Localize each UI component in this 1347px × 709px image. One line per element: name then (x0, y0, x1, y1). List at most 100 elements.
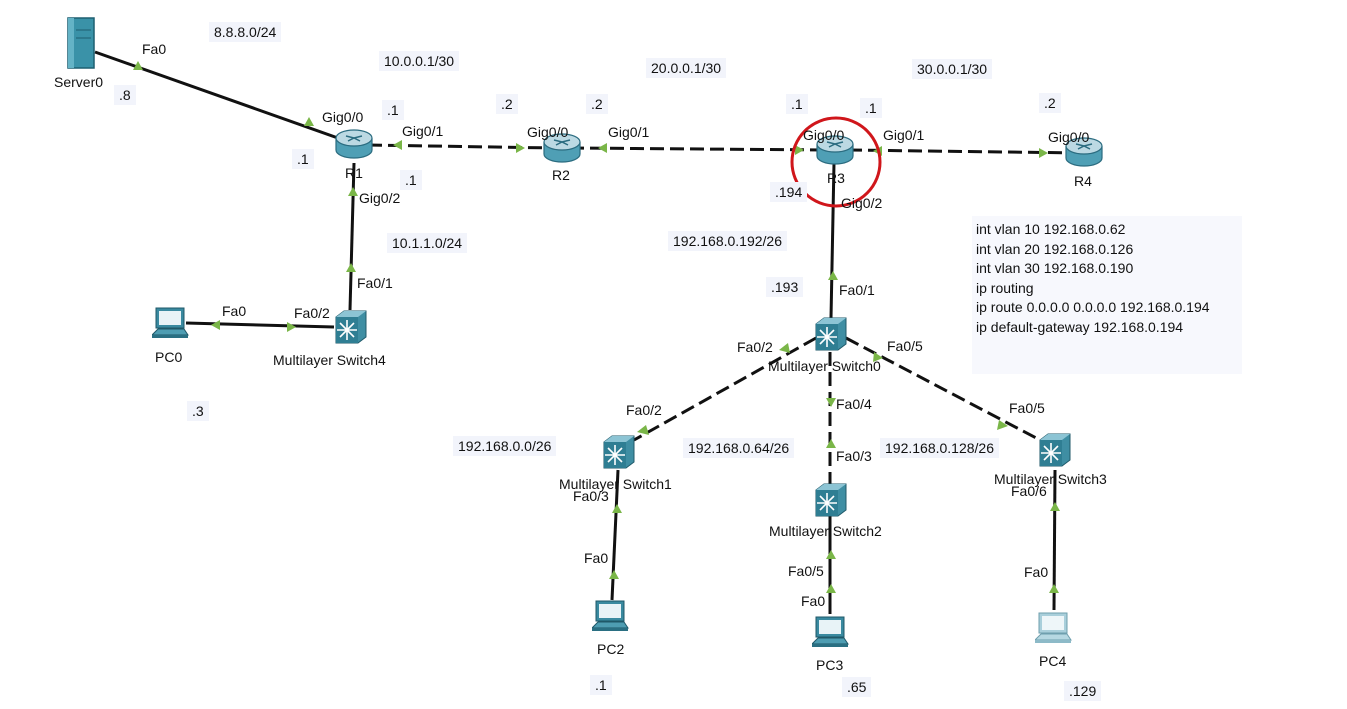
network-label: 8.8.8.0/24 (209, 22, 282, 42)
link-msw0-msw1 (633, 336, 817, 442)
port-label: Fa0 (222, 303, 247, 319)
link-up-arrow (826, 398, 836, 407)
link-msw0-msw3 (845, 336, 1041, 442)
link-up-arrow (346, 263, 356, 272)
port-label: Fa0/1 (839, 282, 875, 298)
link-up-arrow (304, 117, 314, 126)
link-r3-r4 (847, 148, 1084, 155)
pc2[interactable] (590, 600, 630, 632)
port-label: Gig0/1 (883, 127, 925, 143)
r3-highlight-circle (790, 116, 882, 208)
multilayer-switch4-name: Multilayer Switch4 (273, 352, 386, 368)
config-line: int vlan 10 192.168.0.62 (976, 221, 1126, 237)
pc3-name: PC3 (816, 657, 844, 673)
network-label: 192.168.0.192/26 (668, 231, 787, 251)
host-label: .8 (114, 85, 136, 105)
pc4-name: PC4 (1039, 653, 1067, 669)
link-up-arrow (997, 420, 1008, 430)
multilayer-switch3[interactable] (1038, 432, 1072, 468)
multilayer-switch3-name: Multilayer Switch3 (994, 471, 1107, 487)
port-label: Gig0/0 (803, 127, 845, 143)
link-up-arrow (348, 187, 358, 196)
router-r2[interactable] (542, 132, 582, 166)
config-line: ip routing (976, 279, 1034, 296)
host-label: .1 (382, 100, 404, 120)
network-label: 10.0.0.1/30 (379, 51, 460, 71)
router-r3[interactable] (815, 134, 855, 168)
link-up-arrow (598, 143, 607, 153)
config-line: int vlan 30 192.168.0.190 (976, 260, 1134, 276)
network-label: 192.168.0.128/26 (880, 438, 999, 458)
router-icon (335, 129, 373, 159)
multilayer-switch-icon (815, 317, 847, 351)
router-r4-name: R4 (1074, 173, 1092, 189)
network-label: 192.168.0.64/26 (683, 438, 795, 458)
network-label: 10.1.1.0/24 (387, 233, 468, 253)
network-label: 20.0.0.1/30 (646, 58, 727, 78)
port-label: Fa0/5 (1009, 400, 1045, 416)
link-up-arrow (393, 140, 402, 150)
link-up-arrow (873, 352, 883, 362)
router-r3-name: R3 (827, 170, 845, 186)
multilayer-switch1-name: Multilayer Switch1 (559, 476, 672, 492)
port-label: Fa0/2 (626, 402, 662, 418)
host-label: .194 (770, 182, 808, 202)
pc2-name: PC2 (597, 641, 625, 657)
link-up-arrow (211, 320, 220, 330)
router-icon (816, 135, 854, 165)
config-line: ip route 0.0.0.0 0.0.0.0 192.168.0.194 (976, 299, 1210, 315)
link-up-arrow (826, 584, 836, 593)
host-label: .2 (586, 94, 608, 114)
link-up-arrow (516, 143, 525, 153)
port-label: Fa0 (801, 593, 826, 609)
pc0[interactable] (150, 307, 190, 339)
link-r1-msw4 (348, 162, 356, 311)
host-label: .3 (187, 401, 209, 421)
link-up-arrow (828, 271, 838, 280)
server-icon (67, 17, 95, 69)
link-up-arrow (287, 322, 296, 332)
multilayer-switch2[interactable] (814, 482, 848, 518)
network-label: 192.168.0.0/26 (453, 436, 557, 456)
link-up-arrow (826, 550, 836, 559)
network-label: 30.0.0.1/30 (912, 59, 993, 79)
pc-icon (590, 600, 629, 631)
link-up-arrow (133, 61, 143, 70)
multilayer-switch1[interactable] (602, 434, 636, 470)
link-up-arrow (637, 425, 649, 435)
multilayer-switch4[interactable] (334, 309, 368, 345)
pc-icon (150, 307, 189, 338)
server0[interactable] (66, 16, 96, 70)
link-up-arrow (609, 570, 619, 579)
link-up-arrow (612, 504, 622, 513)
host-label: .1 (786, 94, 808, 114)
multilayer-switch-icon (335, 310, 367, 344)
port-label: Gig0/2 (841, 195, 883, 211)
pc3[interactable] (810, 616, 850, 648)
port-label: Fa0 (1024, 564, 1049, 580)
multilayer-switch0[interactable] (814, 316, 848, 352)
multilayer-switch-icon (603, 435, 635, 469)
config-line: ip default-gateway 192.168.0.194 (976, 318, 1184, 335)
link-r3-msw0 (829, 162, 836, 319)
router-r4[interactable] (1064, 136, 1104, 170)
port-label: Fa0/5 (788, 563, 824, 579)
config-line: int vlan 20 192.168.0.126 (976, 240, 1134, 257)
pc4[interactable] (1033, 612, 1073, 644)
port-label: Fa0/4 (836, 396, 872, 412)
link-up-arrow (1049, 584, 1059, 593)
link-pc0-msw4 (185, 321, 335, 329)
pc-icon (810, 616, 849, 647)
link-up-arrow (779, 343, 790, 353)
multilayer-switch-icon (1039, 433, 1071, 467)
host-label: .2 (496, 94, 518, 114)
host-label: .65 (842, 677, 872, 697)
router-r1[interactable] (334, 128, 374, 162)
pc-icon (1033, 612, 1072, 643)
link-up-arrow (795, 145, 804, 155)
link-r2-r3 (569, 146, 833, 152)
port-label: Fa0 (142, 41, 167, 57)
port-label: Gig0/1 (608, 124, 650, 140)
host-label: .2 (1039, 93, 1061, 113)
